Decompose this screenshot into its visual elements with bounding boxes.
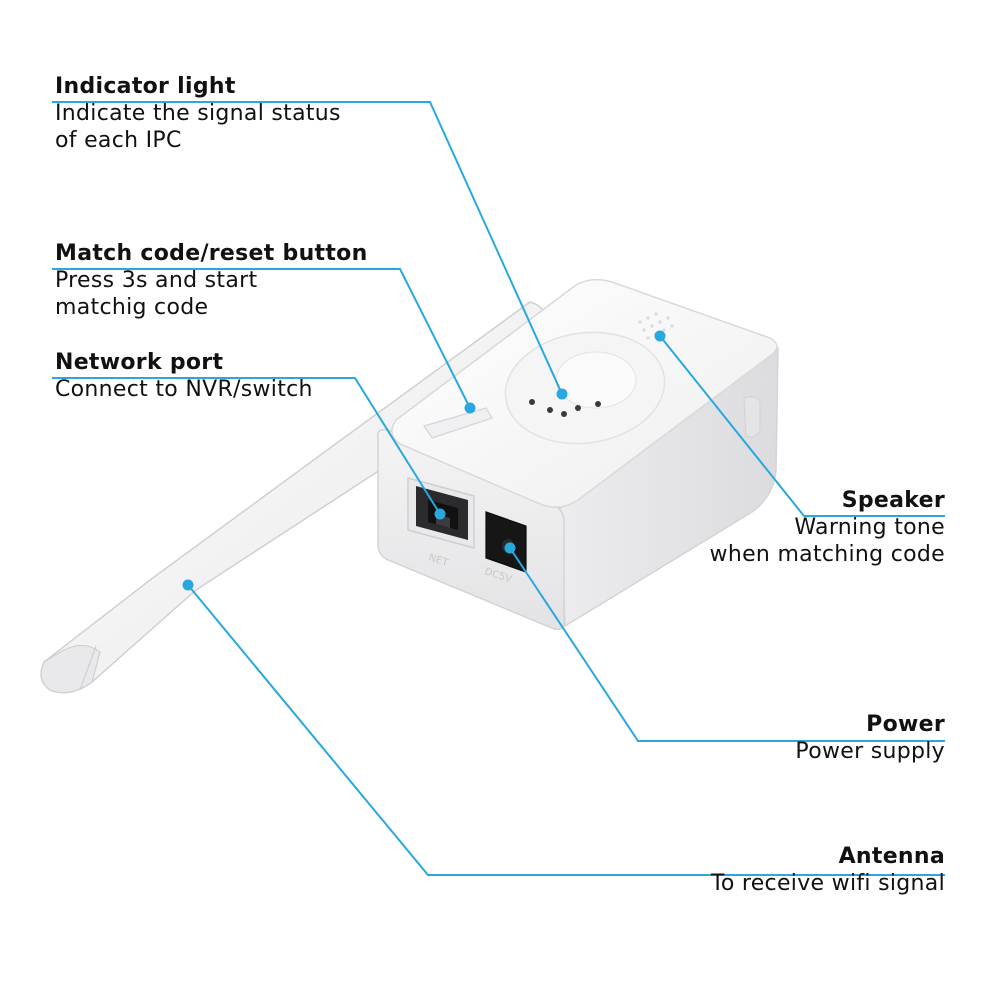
power-leader — [509, 547, 945, 742]
power-title: Power — [866, 712, 945, 737]
indicator-light-title: Indicator light — [55, 74, 236, 99]
network-port-leader — [52, 377, 441, 515]
speaker-callout: Speaker Warning tone when matching code — [710, 488, 945, 568]
power-callout: Power Power supply — [795, 712, 945, 766]
leader-lines — [52, 101, 945, 876]
antenna-description: To receive wifi signal — [710, 870, 945, 896]
speaker-description: Warning tone when matching code — [709, 514, 945, 567]
match-code-description: Press 3s and start matchig code — [55, 267, 258, 320]
match-code-leader — [52, 268, 471, 409]
indicator-light-description: Indicate the signal status of each IPC — [55, 100, 341, 153]
match-code-callout: Match code/reset button Press 3s and sta… — [55, 241, 368, 321]
match-code-title: Match code/reset button — [55, 241, 368, 266]
network-port-dot — [434, 508, 446, 520]
indicator-light-callout: Indicator light Indicate the signal stat… — [55, 74, 341, 154]
speaker-dot — [654, 330, 666, 342]
network-port-title: Network port — [55, 350, 224, 375]
power-description: Power supply — [795, 738, 945, 764]
power-dot — [504, 542, 516, 554]
antenna-dot — [182, 579, 194, 591]
speaker-leader — [659, 335, 945, 517]
network-port-callout: Network port Connect to NVR/switch — [55, 350, 313, 404]
antenna-callout: Antenna To receive wifi signal — [711, 844, 945, 898]
leader-endpoints — [182, 330, 666, 591]
antenna-title: Antenna — [838, 844, 945, 869]
speaker-title: Speaker — [841, 488, 945, 513]
network-port-description: Connect to NVR/switch — [55, 376, 313, 402]
indicator-light-dot — [556, 388, 568, 400]
match-code-dot — [464, 402, 476, 414]
antenna-leader — [187, 584, 945, 876]
indicator-light-leader — [52, 101, 563, 395]
device-body: NET DC5V — [376, 278, 779, 631]
